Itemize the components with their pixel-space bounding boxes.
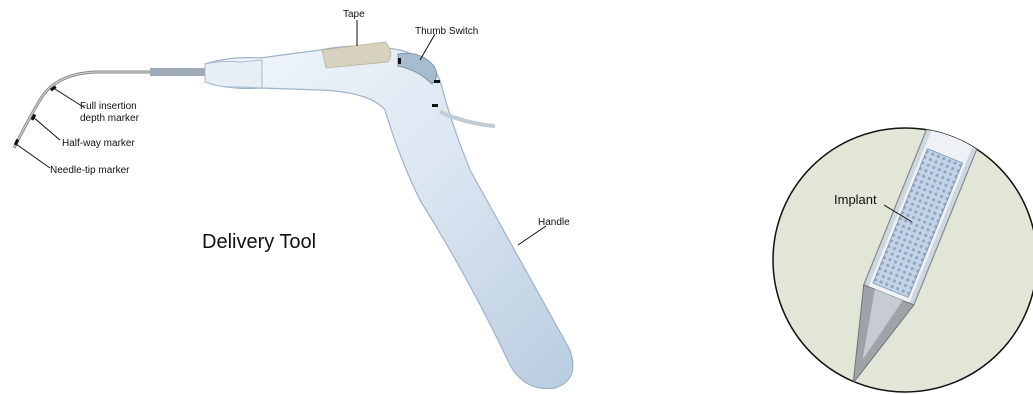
handle-body <box>205 46 573 389</box>
delivery-tool <box>14 42 573 389</box>
full-insertion-label-line1: Full insertion <box>80 101 137 112</box>
tape-label: Tape <box>343 9 365 20</box>
handle-label: Handle <box>538 217 570 228</box>
thumb-switch-label: Thumb Switch <box>415 26 478 37</box>
switch-tick-3 <box>432 104 438 107</box>
switch-tick-2 <box>434 80 440 83</box>
nose-cone <box>205 60 262 88</box>
implant-label: Implant <box>834 192 877 207</box>
diagram-title: Delivery Tool <box>202 231 316 253</box>
shaft <box>150 68 205 76</box>
switch-tick-1 <box>398 58 401 64</box>
half-way-label: Half-way marker <box>62 138 135 149</box>
full-insertion-label-line2: depth marker <box>80 113 140 124</box>
needle-tip-label: Needle-tip marker <box>50 165 130 176</box>
implant-inset: Implant <box>773 99 1033 393</box>
